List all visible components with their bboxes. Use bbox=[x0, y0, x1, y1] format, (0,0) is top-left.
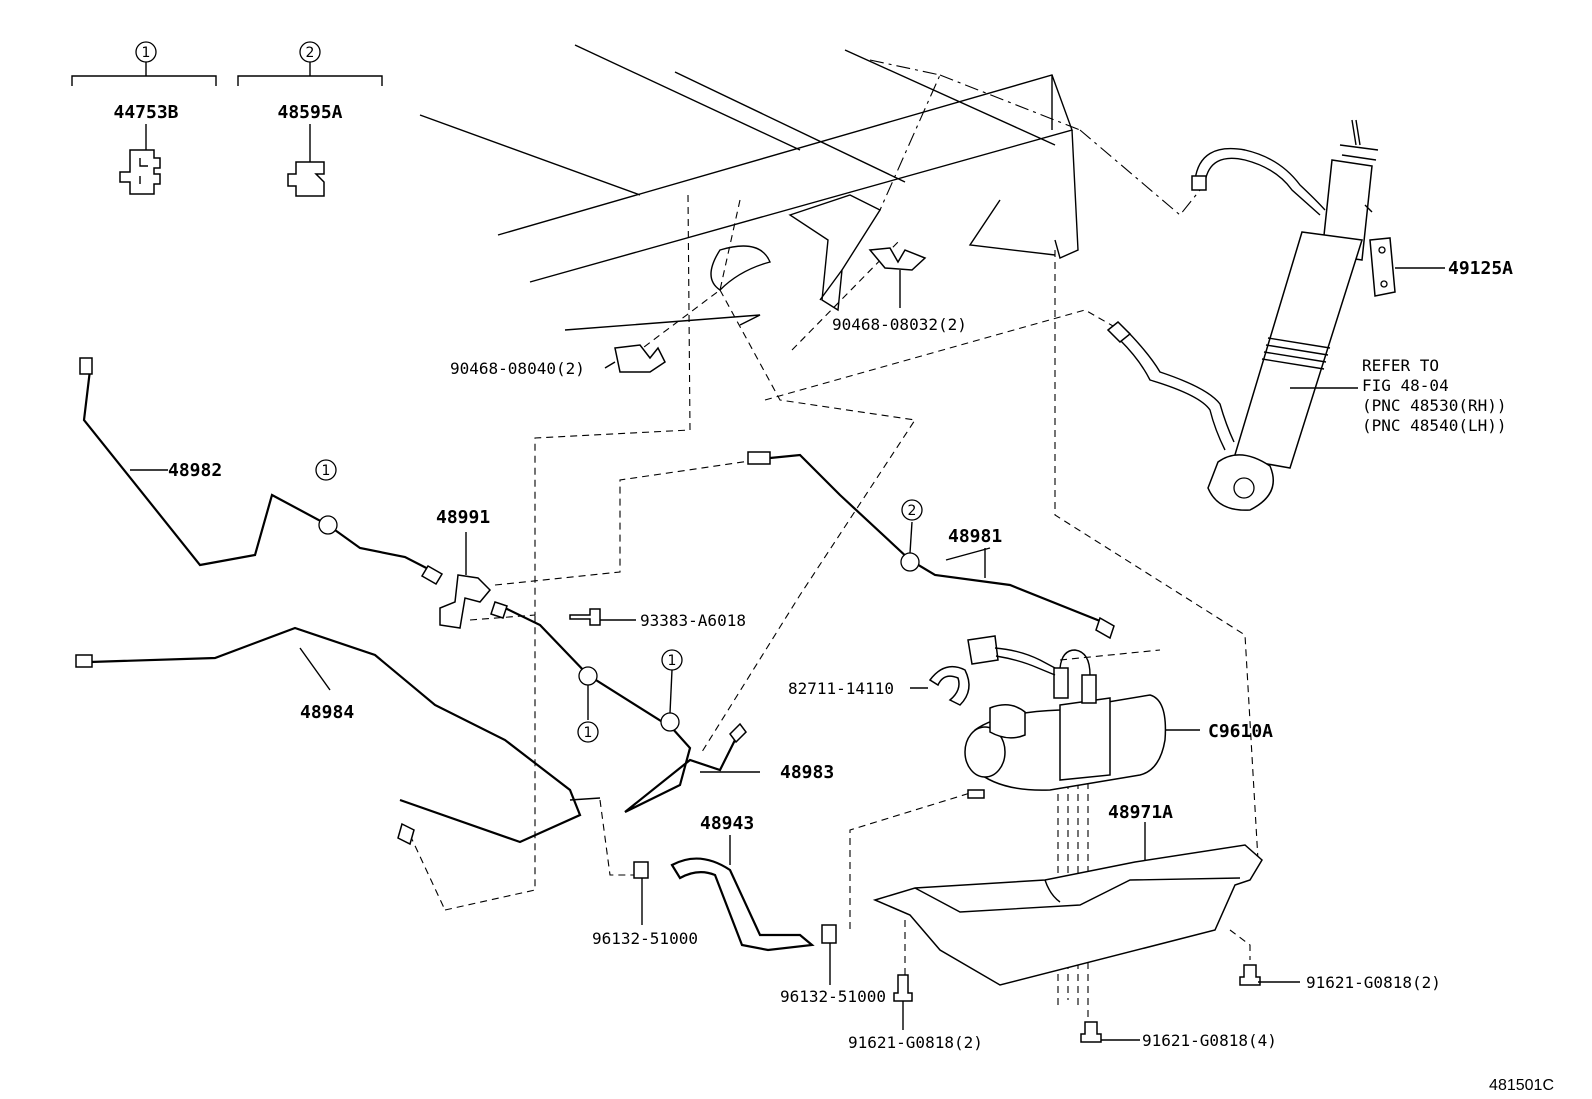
label-90468-08032: 90468-08032(2) bbox=[832, 315, 967, 334]
label-refer-pnc-lh: (PNC 48540(LH)) bbox=[1362, 416, 1507, 435]
legend-2-marker: 2 bbox=[306, 45, 315, 61]
clamp-96132-51000-left-icon bbox=[633, 861, 649, 879]
marker-48982: 1 bbox=[322, 463, 331, 479]
marker-48983-lower: 1 bbox=[584, 725, 593, 741]
pump-assembly bbox=[964, 635, 1167, 799]
hose-48943 bbox=[670, 857, 815, 952]
bracket-49125a-icon bbox=[1369, 237, 1396, 297]
clamp-44753b-icon bbox=[119, 149, 161, 195]
label-48991: 48991 bbox=[436, 507, 490, 528]
label-96132-51000-right: 96132-51000 bbox=[780, 987, 886, 1006]
assembly-guides bbox=[409, 59, 1259, 1020]
bracket-48991-icon bbox=[439, 574, 492, 629]
label-refer-to: REFER TO bbox=[1362, 356, 1439, 375]
label-49125a: 49125A bbox=[1448, 258, 1513, 279]
brake-lines bbox=[75, 357, 1115, 846]
label-48981: 48981 bbox=[948, 526, 1002, 547]
legend-1-marker: 1 bbox=[142, 45, 151, 61]
label-48971a: 48971A bbox=[1108, 802, 1173, 823]
label-48982: 48982 bbox=[168, 460, 222, 481]
clamp-82711-14110-icon bbox=[928, 665, 970, 706]
label-91621-g0818-left: 91621-G0818(2) bbox=[848, 1033, 983, 1052]
legend-1-part-number: 44753B bbox=[113, 102, 178, 123]
label-48984: 48984 bbox=[300, 702, 354, 723]
label-82711-14110: 82711-14110 bbox=[788, 679, 894, 698]
label-96132-51000-left: 96132-51000 bbox=[592, 929, 698, 948]
vehicle-frame bbox=[419, 44, 1079, 331]
shock-absorber bbox=[1106, 119, 1379, 511]
label-refer-fig: FIG 48-04 bbox=[1362, 376, 1449, 395]
diagram-id: 481501C bbox=[1489, 1077, 1554, 1094]
clip-90468-08040-icon bbox=[614, 344, 666, 373]
label-48983: 48983 bbox=[780, 762, 834, 783]
label-93383-a6018: 93383-A6018 bbox=[640, 611, 746, 630]
legend-2-part-number: 48595A bbox=[277, 102, 342, 123]
label-91621-g0818-right: 91621-G0818(2) bbox=[1306, 973, 1441, 992]
bolt-91621-g0818-right-icon bbox=[1239, 964, 1261, 986]
label-refer-pnc-rh: (PNC 48530(RH)) bbox=[1362, 396, 1507, 415]
label-90468-08040: 90468-08040(2) bbox=[450, 359, 585, 378]
bolt-93383-a6018-icon bbox=[569, 608, 601, 626]
clip-90468-08032-icon bbox=[868, 247, 927, 271]
label-c9610a: C9610A bbox=[1208, 721, 1273, 742]
bolt-91621-g0818-left-icon bbox=[893, 974, 913, 1002]
legend-1: 1 44753B bbox=[71, 41, 217, 195]
bolt-91621-g0818-center-icon bbox=[1080, 1021, 1102, 1043]
label-48943: 48943 bbox=[700, 813, 754, 834]
marker-48983-upper: 1 bbox=[668, 653, 677, 669]
label-91621-g0818-center: 91621-G0818(4) bbox=[1142, 1031, 1277, 1050]
marker-48981: 2 bbox=[908, 503, 917, 519]
clamp-96132-51000-right-icon bbox=[821, 924, 837, 944]
legend-2: 2 48595A bbox=[237, 41, 383, 197]
clamp-48595a-icon bbox=[287, 161, 325, 197]
